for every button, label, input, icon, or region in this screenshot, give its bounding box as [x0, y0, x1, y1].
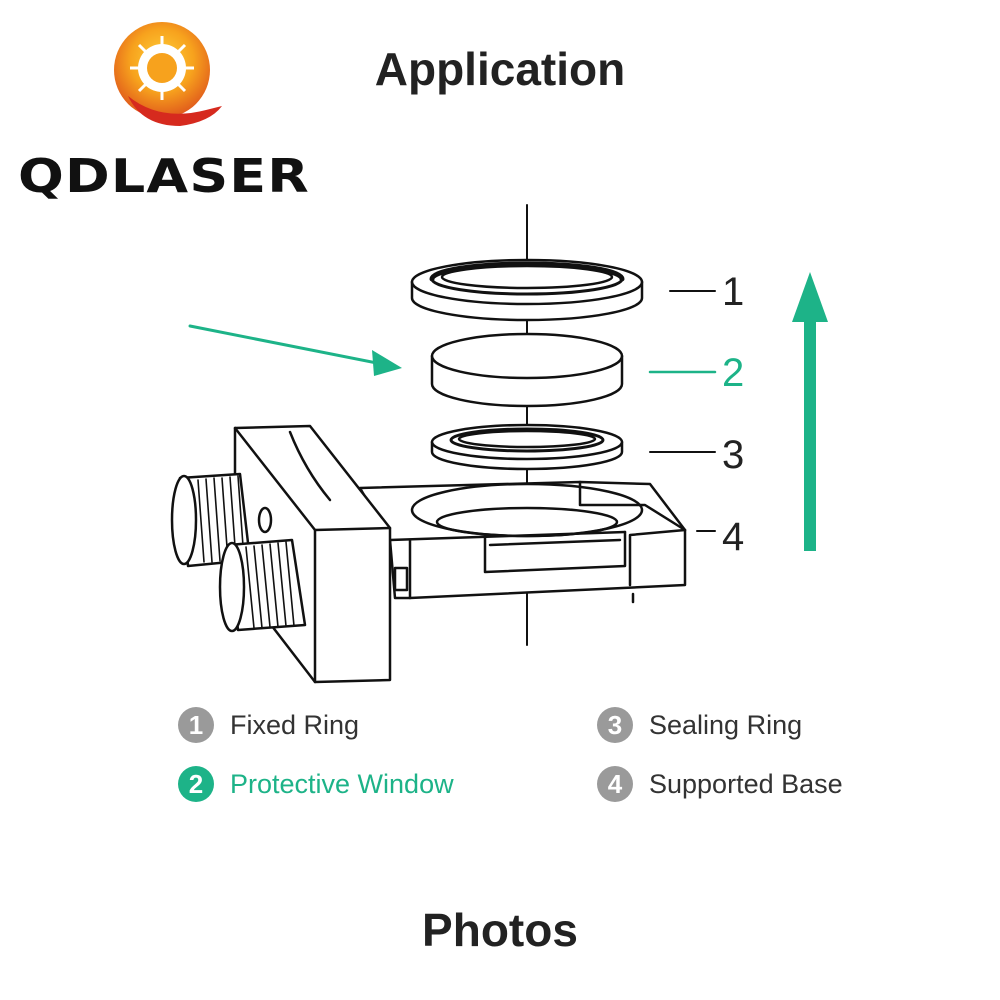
- photos-heading: Photos: [422, 904, 578, 956]
- legend-item-sealing-ring: 3 Sealing Ring: [597, 705, 802, 745]
- legend-label-2: Protective Window: [230, 768, 454, 799]
- legend-badge-1: 1: [178, 707, 214, 743]
- logo-text: QDLASER: [18, 149, 310, 200]
- legend-label-4: Supported Base: [649, 768, 843, 799]
- legend-label-3: Sealing Ring: [649, 709, 803, 740]
- qdlaser-logo: QDLASER: [18, 22, 310, 200]
- green-up-arrow-icon: [792, 272, 828, 551]
- page-title: Application: [374, 43, 626, 95]
- legend-badge-2: 2: [178, 766, 214, 802]
- fixed-ring-part: [410, 258, 644, 322]
- legend-label-1: Fixed Ring: [230, 709, 360, 740]
- exploded-assembly-diagram: 1 2 3 4: [170, 204, 828, 684]
- legend-item-protective-window: 2 Protective Window: [178, 764, 454, 804]
- callout-2: 2: [722, 351, 744, 395]
- supported-base-part: [358, 480, 687, 604]
- legend-item-supported-base: 4 Supported Base: [597, 764, 843, 804]
- green-pointer-arrow-icon: [188, 324, 402, 376]
- sealing-ring-part: [430, 423, 624, 471]
- legend-badge-3: 3: [597, 707, 633, 743]
- callout-1: 1: [722, 270, 744, 314]
- protective-window-part: [430, 332, 624, 408]
- legend-badge-4: 4: [597, 766, 633, 802]
- adjustment-knob-lower: [218, 538, 307, 633]
- legend-item-fixed-ring: 1 Fixed Ring: [178, 705, 359, 745]
- callout-3: 3: [722, 433, 744, 477]
- callout-4: 4: [722, 515, 744, 559]
- sun-logo-icon: [114, 22, 222, 126]
